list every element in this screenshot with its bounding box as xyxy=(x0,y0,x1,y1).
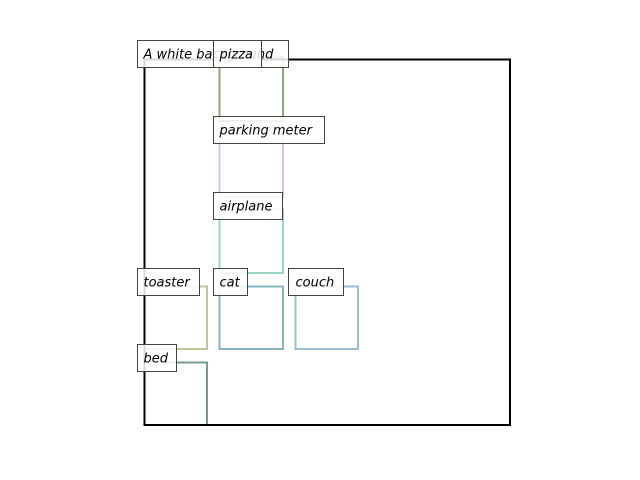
cat-label: cat xyxy=(213,268,248,296)
couch-label-text: couch xyxy=(296,276,335,291)
airplane-label: airplane xyxy=(213,192,283,220)
toaster-label-text: toaster xyxy=(144,276,192,291)
cat-label-text: cat xyxy=(220,276,241,291)
couch-label: couch xyxy=(288,268,344,296)
pizza-label: pizza xyxy=(213,40,262,68)
bed-label-text: bed xyxy=(144,352,169,367)
cat-box xyxy=(218,285,284,350)
pizza-label-text: pizza xyxy=(219,48,254,63)
toaster-label: toaster xyxy=(137,268,200,296)
bed-label: bed xyxy=(137,344,177,372)
background-box xyxy=(143,58,511,426)
airplane-label-text: airplane xyxy=(220,200,273,215)
parking-meter-label: parking meter xyxy=(213,116,325,144)
parking-meter-label-text: parking meter xyxy=(219,124,314,139)
